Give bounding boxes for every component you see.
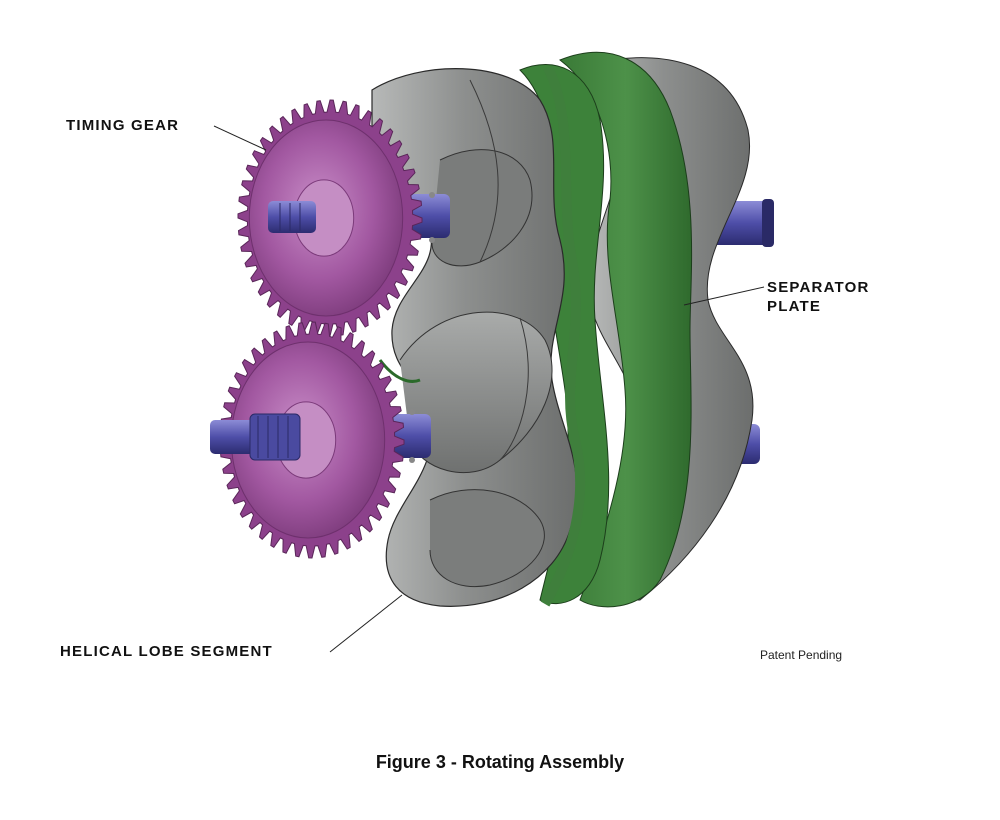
separator-plate-label: SEPARATOR PLATE xyxy=(767,278,869,316)
upper-timing-gear xyxy=(237,99,423,337)
separator-label-line2: PLATE xyxy=(767,298,822,315)
leader-line-timing-gear xyxy=(213,125,267,151)
front-plate-edge xyxy=(540,65,586,607)
input-shaft xyxy=(210,413,301,461)
leader-line-separator-plate xyxy=(683,286,765,306)
leader-line-helical-lobe xyxy=(329,594,403,653)
helical-lobe-segment-label: HELICAL LOBE SEGMENT xyxy=(60,643,273,660)
patent-notice: Patent Pending xyxy=(760,648,843,662)
upper-shaft-stub xyxy=(268,201,316,233)
helical-lobe-segment xyxy=(371,68,578,607)
figure-caption: Figure 3 - Rotating Assembly xyxy=(375,752,625,772)
separator-label-line1: SEPARATOR xyxy=(767,279,870,296)
timing-gear-label: TIMING GEAR xyxy=(66,117,180,134)
lower-timing-gear xyxy=(219,321,405,559)
